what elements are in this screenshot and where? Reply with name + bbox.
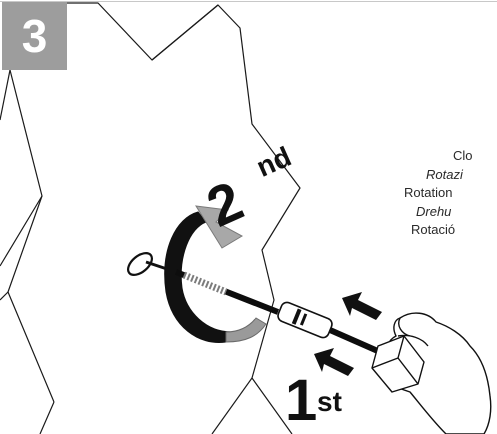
wall-left-facet-4 (0, 291, 9, 301)
caption-line-german: Drehu (416, 203, 452, 219)
caption-line-spanish: Rotació (411, 222, 456, 237)
wall-left-edge (0, 69, 11, 121)
cable-assembly (174, 269, 382, 355)
connector-band-2 (299, 313, 308, 326)
first-step-number: 1 (285, 368, 318, 433)
tool-grip-edge-2 (397, 357, 419, 385)
wall-top-edge (151, 4, 219, 61)
push-arrow-icon (314, 292, 382, 376)
wall-outline (0, 2, 301, 434)
cable-connector (277, 301, 333, 339)
step-number: 3 (21, 10, 48, 62)
cable-braided-segment (182, 271, 228, 296)
caption-line-italian: Rotazi (426, 166, 463, 182)
wall-left-facet-2 (7, 195, 55, 403)
push-arrow-upper (342, 292, 382, 320)
hand-thumb (398, 317, 411, 337)
first-step-suffix: st (317, 386, 342, 417)
hand-finger-1 (397, 334, 429, 347)
hand-icon (371, 312, 492, 434)
cable-braid-texture (182, 271, 228, 296)
top-divider (0, 1, 497, 2)
rotation-arrow-front (225, 317, 267, 343)
wall-left-facet-1 (0, 69, 43, 267)
caption-line-french: Rotation (404, 185, 453, 200)
caption-line-english: Clo (453, 148, 473, 163)
wall-cutout-outline (65, 2, 301, 434)
wall-left-facet-3 (39, 401, 55, 434)
step-number-badge: 3 (2, 2, 67, 70)
clockwise-rotation-arrow-icon (164, 205, 267, 343)
rotation-arrow-head (195, 205, 244, 249)
wall-inner-bottom (211, 377, 253, 434)
push-arrow-lower (314, 348, 354, 376)
cable-to-hand (328, 327, 382, 355)
multilingual-caption: Clo Rotazi Rotation Drehu Rotació (404, 147, 497, 240)
hook-loop (127, 252, 153, 276)
connector-band (291, 308, 302, 325)
